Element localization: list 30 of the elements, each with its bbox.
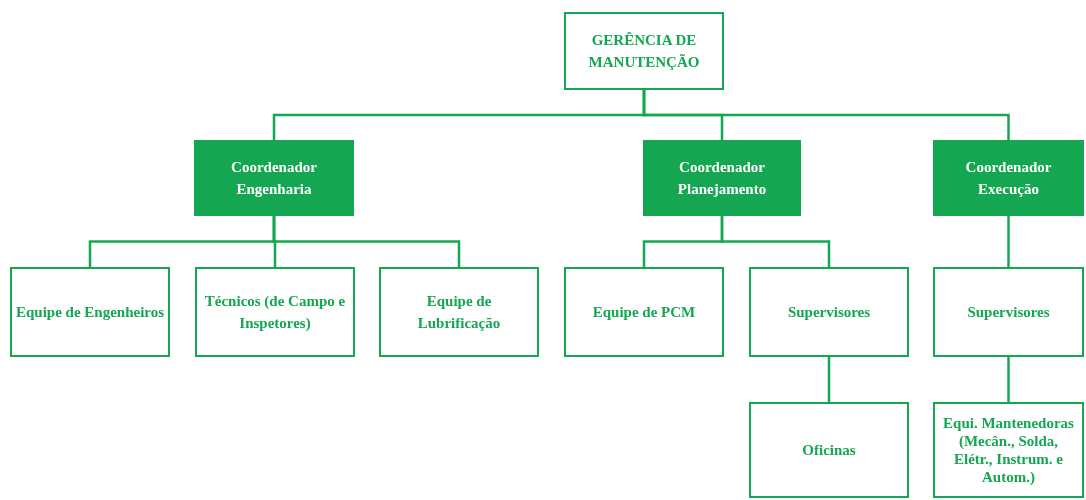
connector-line xyxy=(1007,357,1010,402)
coordinator-box xyxy=(194,140,354,216)
org-unit-box xyxy=(195,267,355,357)
box-label: Oficinas xyxy=(802,441,856,460)
box-label: Equipe de Engenheiros xyxy=(15,303,165,322)
box-label: Equipe de Lubrificação xyxy=(416,292,502,333)
org-unit-box xyxy=(10,267,170,357)
box-label: Técnicos (de Campo e Inspetores) xyxy=(203,292,347,333)
box-label: Coordenador Execução xyxy=(964,158,1053,199)
connector-line xyxy=(642,90,1010,140)
org-unit-box xyxy=(933,402,1084,498)
org-unit-box xyxy=(564,267,724,357)
org-unit-box xyxy=(749,402,909,498)
coordinator-box xyxy=(643,140,801,216)
org-unit-box xyxy=(749,267,909,357)
box-label: Equipe de PCM xyxy=(592,303,696,322)
connector-line xyxy=(720,216,831,267)
box-label: Supervisores xyxy=(967,303,1050,322)
box-label: Coordenador Engenharia xyxy=(230,158,318,199)
box-label: Coordenador Planejamento xyxy=(676,158,768,199)
coordinator-box xyxy=(933,140,1084,216)
box-label: Supervisores xyxy=(787,303,871,322)
connector-line xyxy=(827,357,831,402)
connector-line xyxy=(272,216,461,267)
connector-line xyxy=(1007,216,1010,267)
org-unit-box xyxy=(933,267,1084,357)
org-unit-box xyxy=(379,267,539,357)
org-unit-box xyxy=(564,12,724,90)
box-label: GERÊNCIA DE MANUTENÇÃO xyxy=(587,31,701,72)
box-label: Equi. Mantenedoras (Mecân., Solda, Elétr., Instrum. e Autom.) xyxy=(942,414,1075,486)
